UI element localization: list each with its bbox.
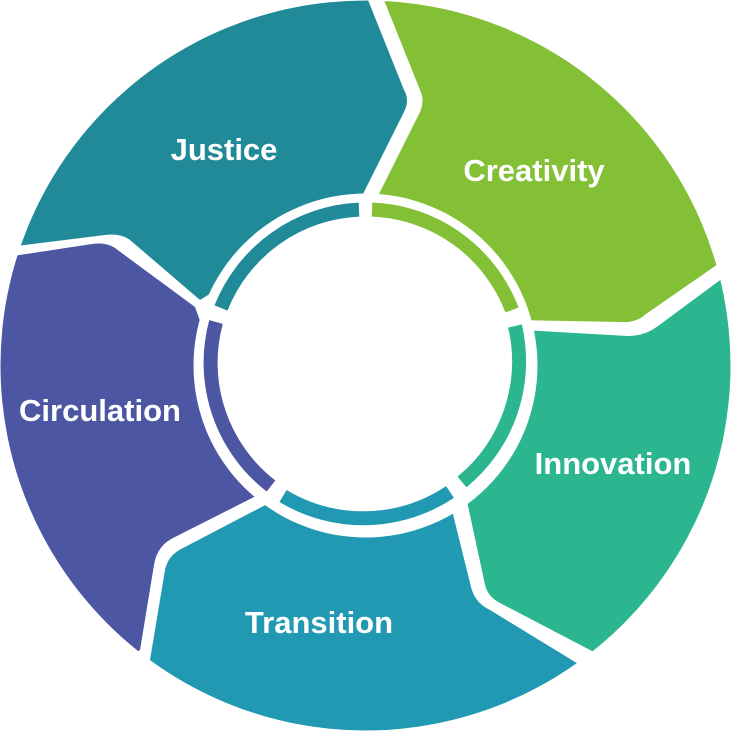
label-circulation: Circulation <box>19 393 181 428</box>
ring-arc-innovation <box>457 324 526 488</box>
ring-arc-creativity <box>371 202 519 313</box>
segment-transition <box>0 490 731 731</box>
ring-arc-circulation <box>203 320 276 492</box>
ring-arc-transition <box>279 486 454 526</box>
label-creativity: Creativity <box>463 153 605 188</box>
inner-ring <box>203 202 526 526</box>
label-innovation: Innovation <box>535 446 692 481</box>
label-transition: Transition <box>245 605 393 640</box>
ring-arc-justice <box>214 202 360 311</box>
center-gap <box>193 193 538 538</box>
label-justice: Justice <box>171 132 278 167</box>
